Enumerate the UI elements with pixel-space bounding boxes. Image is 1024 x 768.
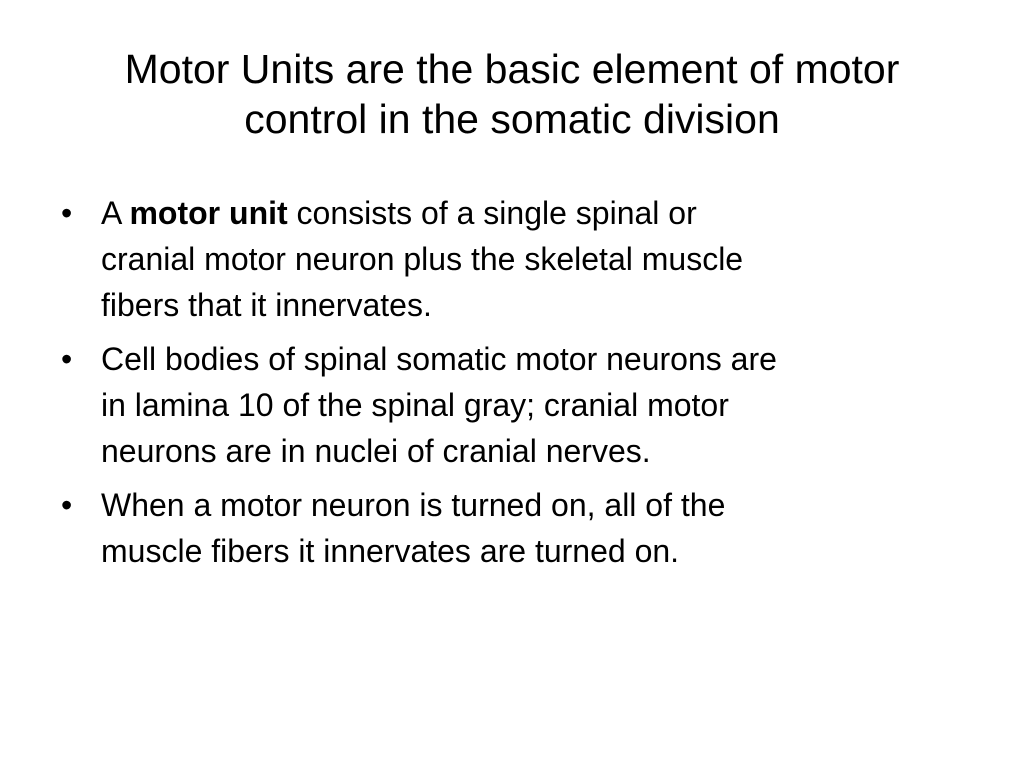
bullet-item-cell-bodies: • Cell bodies of spinal somatic motor ne… [58,336,958,474]
bullet-2-line-2: in lamina 10 of the spinal gray; cranial… [101,387,729,423]
title-line-2: control in the somatic division [244,96,780,142]
bullet-1-line-2: cranial motor neuron plus the skeletal m… [101,241,744,277]
slide-title: Motor Units are the basic element of mot… [60,44,964,144]
bullet-icon: • [61,341,73,377]
bullet-1-line-3: fibers that it innervates. [101,287,432,323]
bullet-3-line-2: muscle fibers it innervates are turned o… [101,533,680,569]
bullet-3-line-1: When a motor neuron is turned on, all of… [101,487,726,523]
title-line-1: Motor Units are the basic element of mot… [124,46,900,92]
bullet-2-line-3: neurons are in nuclei of cranial nerves. [101,433,651,469]
bullet-item-turned-on: • When a motor neuron is turned on, all … [58,482,958,574]
bullet-list: • A motor unit consists of a single spin… [58,190,958,582]
bullet-2-line-1: Cell bodies of spinal somatic motor neur… [101,341,777,377]
term-motor-unit: motor unit [129,195,288,231]
bullet-icon: • [61,487,73,523]
bullet-1-line-1-post: consists of a single spinal or [287,195,697,231]
bullet-1-line-1: A motor unit consists of a single spinal… [101,190,958,236]
bullet-icon: • [61,195,73,231]
bullet-item-motor-unit: • A motor unit consists of a single spin… [58,190,958,328]
bullet-1-line-1-pre: A [101,195,130,231]
